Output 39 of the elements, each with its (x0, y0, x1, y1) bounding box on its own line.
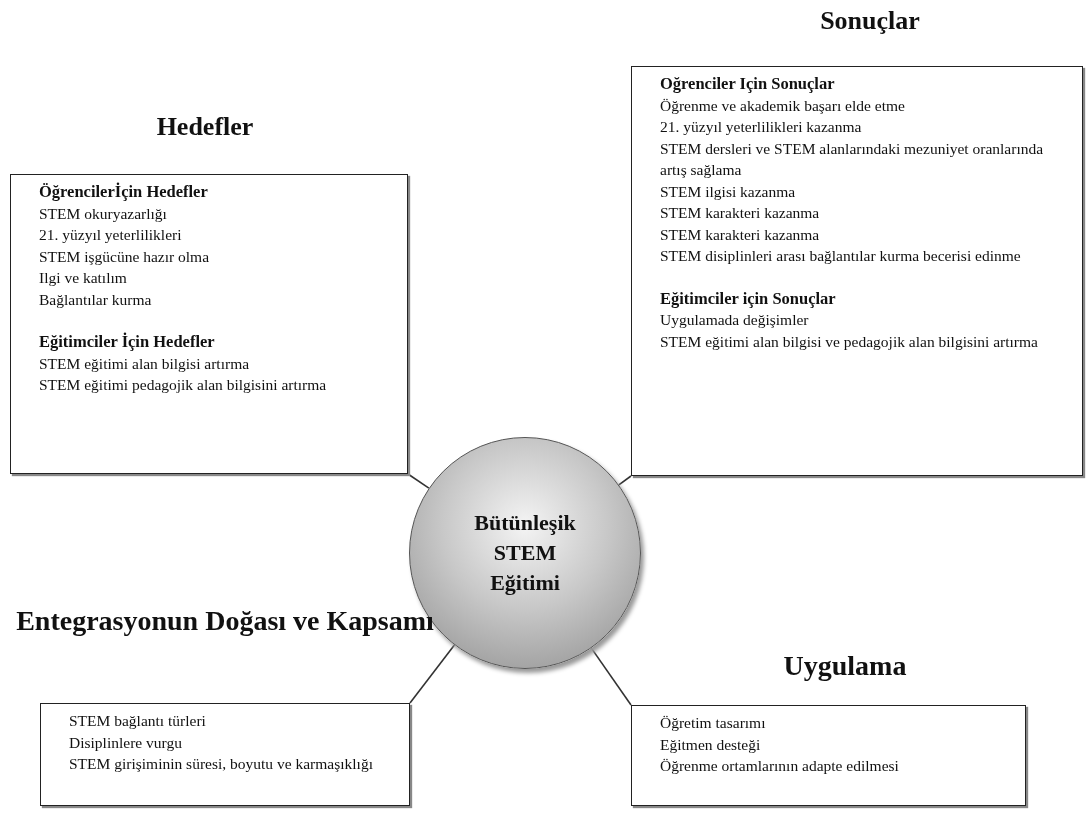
list-item: Bağlantılar kurma (39, 289, 153, 310)
list-item: STEM ilgisi kazanma (660, 181, 797, 202)
list-item: STEM eğitimi pedagojik alan bilgisini artırma (39, 375, 328, 395)
content-box (10, 174, 408, 474)
section-heading: Hedefler (155, 111, 255, 143)
list-item: STEM eğitimi alan bilgisi ve pedagojik alan bilgisini artırma (660, 331, 1039, 352)
connector-line (407, 473, 430, 489)
subheading: Eğitimciler için Sonuçlar (660, 287, 837, 309)
subheading: Öğrencilerİçin Hedefler (39, 181, 209, 203)
circle-label: Bütünleşik STEM Eğitimi (473, 509, 577, 597)
list-item: 21. yüzyıl yeterlilikleri kazanma (660, 117, 863, 137)
list-item: 21. yüzyıl yeterlilikleri (39, 225, 183, 245)
list-item: STEM dersleri ve STEM alanlarındaki mezuniyet oranlarında artış sağlama (660, 138, 1045, 180)
list-item: Eğitmen desteği (660, 734, 762, 755)
section-heading: Uygulama (782, 649, 908, 683)
list-item: STEM karakteri kazanma (660, 224, 821, 245)
connector-line (590, 647, 632, 706)
section-heading: Entegrasyonun Doğası ve Kapsamı (15, 604, 435, 638)
list-item: Ilgi ve katılım (39, 268, 128, 288)
list-item: STEM disiplinleri arası bağlantılar kurma becerisi edinme (660, 246, 1022, 266)
content-box (631, 705, 1026, 806)
list-item: STEM okuryazarlığı (39, 203, 168, 224)
section-heading: Sonuçlar (819, 5, 921, 37)
list-item: Öğrenme ortamlarının adapte edilmesi (660, 756, 900, 776)
list-item: STEM girişiminin süresi, boyutu ve karmaşıklığı (69, 754, 374, 774)
list-item: Öğretim tasarımı (660, 713, 767, 733)
list-item: Disiplinlere vurgu (69, 732, 183, 753)
list-item: STEM karakteri kazanma (660, 203, 821, 223)
subheading: Eğitimciler İçin Hedefler (39, 331, 216, 353)
connector-line (409, 644, 456, 704)
content-box (631, 66, 1083, 476)
subheading: Oğrenciler Için Sonuçlar (660, 73, 836, 95)
list-item: STEM işgücüne hazır olma (39, 246, 211, 267)
list-item: Uygulamada değişimler (660, 310, 810, 330)
connector-line (618, 475, 632, 486)
content-box (40, 703, 410, 806)
list-item: Öğrenme ve akademik başarı elde etme (660, 95, 906, 116)
list-item: STEM bağlantı türleri (69, 711, 207, 731)
list-item: STEM eğitimi alan bilgisi artırma (39, 353, 251, 374)
